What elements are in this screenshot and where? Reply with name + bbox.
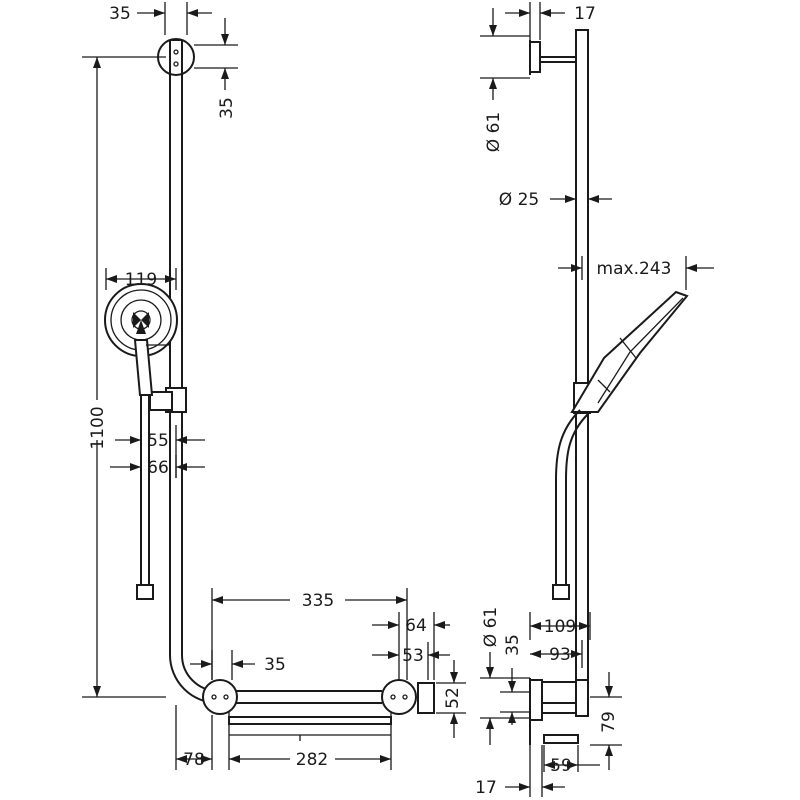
- dim-shelf-53: 53: [372, 642, 450, 680]
- slider-holder: [149, 387, 187, 413]
- shower-hose: [136, 395, 154, 600]
- dim-bottom-78: 78: [175, 705, 213, 770]
- dim-label: 109: [544, 617, 576, 637]
- hose-side: [552, 409, 589, 600]
- dim-holder-66: 66: [110, 455, 205, 478]
- dim-top-35-h: 35: [109, 2, 212, 35]
- dim-label: 53: [402, 646, 424, 666]
- dim-top-35-v: 35: [194, 18, 238, 119]
- hand-shower-side: [570, 290, 689, 413]
- dim-shelf-52: 52: [436, 660, 466, 738]
- dim-label: 35: [109, 4, 131, 24]
- dim-label: 17: [574, 4, 596, 24]
- dim-label: Ø 25: [499, 190, 539, 210]
- dim-height-79: 79: [590, 672, 622, 770]
- dim-holder-55: 55: [115, 425, 205, 478]
- dim-label: 119: [125, 270, 157, 290]
- dim-label: 78: [183, 750, 205, 770]
- dim-diameter-25: Ø 25: [499, 190, 612, 210]
- dim-label: 64: [405, 616, 427, 636]
- dim-height-1100: 1100: [82, 56, 166, 698]
- dim-label: 17: [475, 778, 497, 798]
- dim-top-17: 17: [505, 2, 596, 40]
- dim-label: 79: [599, 711, 619, 733]
- hand-shower-front: [104, 283, 178, 396]
- dim-shelf-64: 64: [372, 612, 450, 680]
- dim-width-109: 109: [529, 612, 591, 640]
- dim-diameter-61-bottom: Ø 61: [480, 607, 530, 745]
- dim-label: 282: [296, 750, 328, 770]
- top-bracket-side: [529, 41, 576, 73]
- side-view: 17 Ø 61 Ø 25 max.243: [475, 2, 714, 798]
- bottom-brackets: [202, 679, 435, 745]
- shower-rail: [169, 40, 382, 704]
- dim-label: Ø 61: [484, 112, 504, 152]
- front-view: 35 35 1100 119: [82, 2, 466, 770]
- dim-label: max.243: [597, 259, 672, 279]
- dim-label: 35: [217, 97, 237, 119]
- dim-wall-35: 35: [190, 650, 286, 680]
- dim-label: Ø 61: [481, 607, 501, 647]
- dim-length-335: 335: [211, 588, 408, 680]
- dim-width-93: 93: [530, 640, 583, 668]
- dim-label: 35: [503, 634, 523, 656]
- dim-label: 59: [550, 756, 572, 776]
- dim-label: 35: [264, 655, 286, 675]
- dim-label: 1100: [88, 406, 108, 449]
- dim-max-243: max.243: [558, 256, 714, 290]
- dim-label: 66: [147, 458, 169, 478]
- dim-label: 52: [443, 687, 463, 709]
- dim-width-59: 59: [543, 745, 600, 776]
- rail-side: [575, 29, 589, 680]
- dim-width-282: 282: [228, 745, 392, 770]
- dim-label: 93: [549, 645, 571, 665]
- nozzle-icon: [133, 312, 149, 334]
- dim-bottom-17: 17: [475, 745, 565, 798]
- dim-label: 55: [147, 431, 169, 451]
- dim-bottom-35: 35: [500, 634, 530, 725]
- dim-label: 335: [302, 591, 334, 611]
- bottom-bracket-side: [529, 679, 589, 744]
- dim-head-119: 119: [105, 268, 177, 290]
- dim-diameter-61-top: Ø 61: [480, 8, 530, 152]
